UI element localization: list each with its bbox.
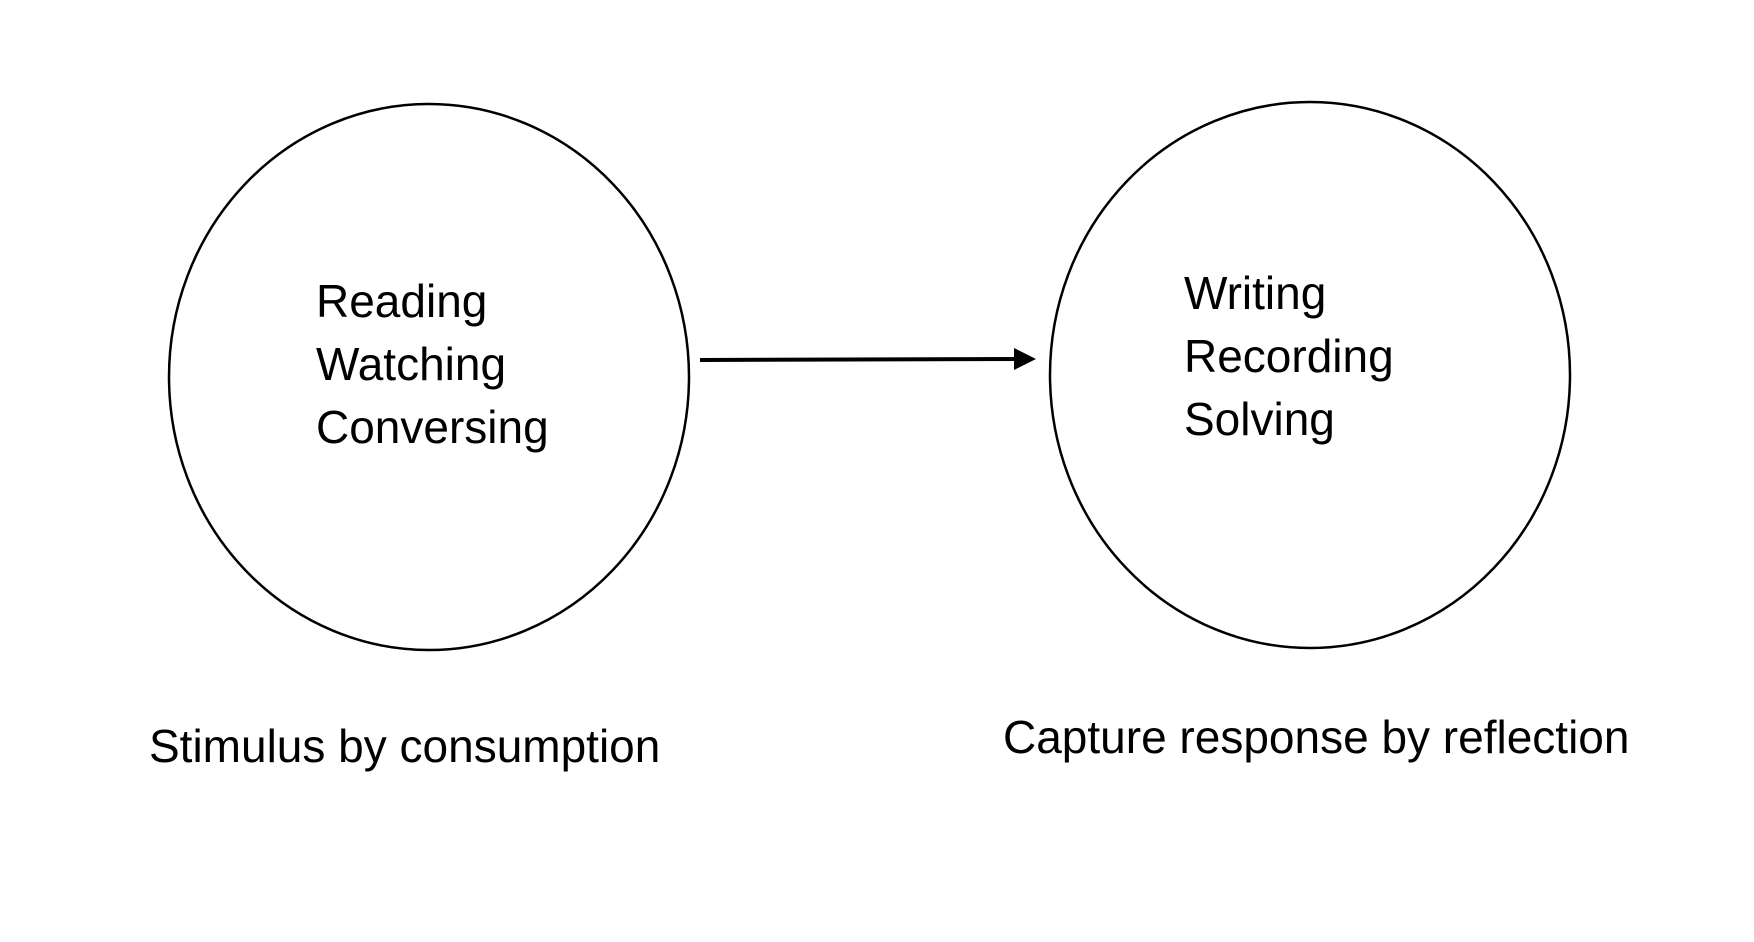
stimulus-item-list: Reading Watching Conversing — [316, 270, 549, 459]
response-item: Solving — [1184, 393, 1335, 445]
response-circle — [1048, 100, 1572, 650]
stimulus-item: Conversing — [316, 401, 549, 453]
response-item: Recording — [1184, 330, 1394, 382]
flow-arrow-head — [1014, 348, 1036, 370]
response-caption: Capture response by reflection — [1003, 711, 1630, 763]
stimulus-item: Watching — [316, 338, 507, 390]
stimulus-item: Reading — [316, 275, 488, 327]
response-item-list: Writing Recording Solving — [1184, 262, 1394, 451]
flow-arrow-line — [699, 357, 1017, 362]
stimulus-caption: Stimulus by consumption — [149, 720, 661, 772]
response-item: Writing — [1184, 267, 1327, 319]
stimulus-circle — [167, 102, 691, 652]
